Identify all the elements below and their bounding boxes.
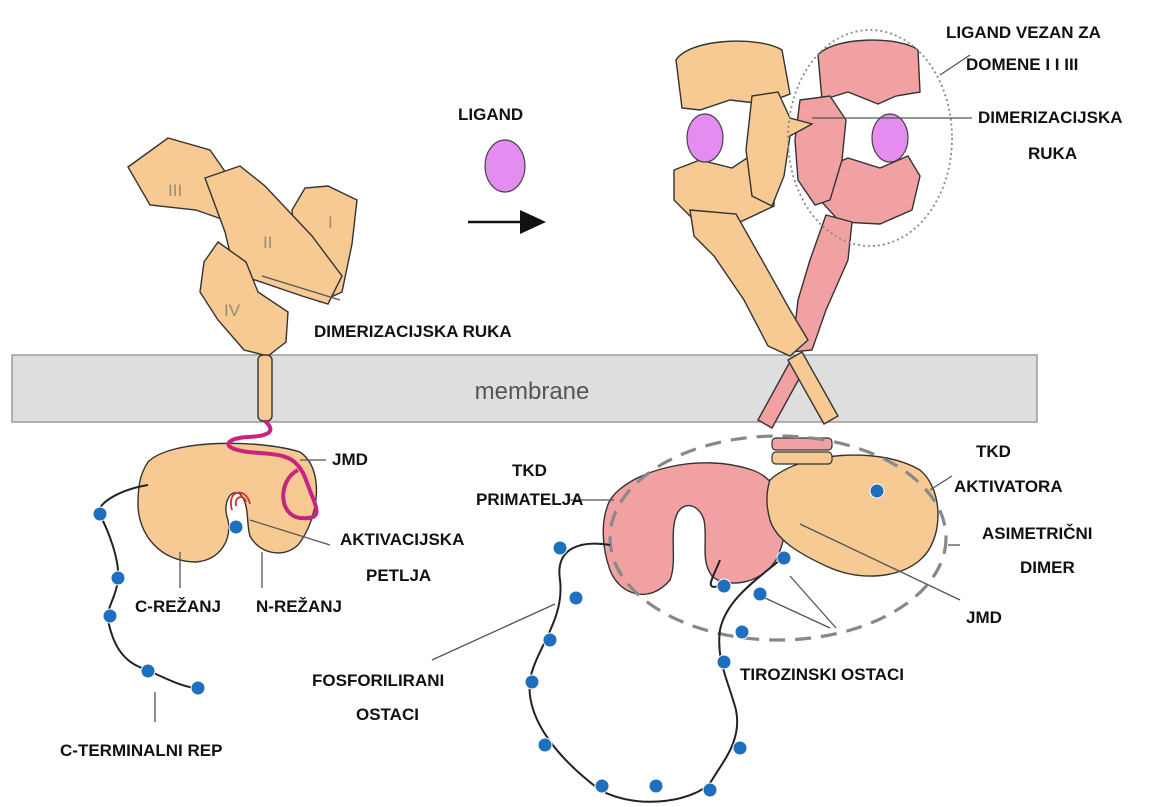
label-c-tail: C-TERMINALNI REP bbox=[60, 741, 222, 760]
label-ligand-bound-1: LIGAND VEZAN ZA bbox=[946, 23, 1101, 42]
phospho-site bbox=[553, 541, 567, 555]
phospho-site bbox=[717, 655, 731, 669]
label-tkd-activator-2: AKTIVATORA bbox=[954, 477, 1063, 496]
free-ligand bbox=[485, 140, 525, 192]
phospho-site bbox=[111, 571, 125, 585]
label-activation-loop-1: AKTIVACIJSKA bbox=[340, 530, 464, 549]
phospho-site bbox=[717, 579, 731, 593]
bound-ligand-tan bbox=[687, 114, 723, 162]
phospho-site bbox=[191, 681, 205, 695]
pink-kinase bbox=[603, 463, 785, 595]
label-phospho-1: FOSFORILIRANI bbox=[312, 671, 444, 690]
domain-iv-label: IV bbox=[224, 301, 241, 320]
phospho-site bbox=[538, 738, 552, 752]
label-activation-loop-2: PETLJA bbox=[366, 566, 431, 585]
phospho-site bbox=[525, 675, 539, 689]
label-jmd-right: JMD bbox=[966, 608, 1002, 627]
label-ligand-bound-2: DOMENE I I III bbox=[966, 55, 1078, 74]
phospho-site bbox=[229, 520, 243, 534]
label-tkd-receiver-1: TKD bbox=[512, 461, 547, 480]
tan-jmd-block bbox=[772, 452, 832, 464]
label-dim-arm-right-2: RUKA bbox=[1028, 144, 1077, 163]
label-n-lobe: N-REŽANJ bbox=[256, 597, 342, 616]
phospho-site bbox=[870, 484, 884, 498]
phospho-site bbox=[595, 779, 609, 793]
phospho-site bbox=[141, 664, 155, 678]
activation-arrow-head bbox=[520, 210, 546, 234]
kinase-domain-left bbox=[138, 443, 316, 562]
label-tkd-activator-1: TKD bbox=[976, 442, 1011, 461]
label-asym-dimer-2: DIMER bbox=[1020, 558, 1075, 577]
pink-domain-i bbox=[818, 40, 920, 104]
phospho-site bbox=[777, 551, 791, 565]
label-tyrosine: TIROZINSKI OSTACI bbox=[740, 665, 904, 684]
phospho-site bbox=[733, 741, 747, 755]
transmembrane-helix bbox=[258, 355, 272, 421]
label-tkd-receiver-2: PRIMATELJA bbox=[476, 490, 583, 509]
phospho-site bbox=[703, 783, 717, 797]
domain-iii-label: III bbox=[168, 181, 182, 200]
domain-ii-label: II bbox=[263, 233, 272, 252]
label-dim-arm-left: DIMERIZACIJSKA RUKA bbox=[314, 322, 512, 341]
domain-i-label: I bbox=[328, 213, 333, 232]
bound-ligand-pink bbox=[872, 114, 908, 162]
phospho-site bbox=[543, 633, 557, 647]
phospho-site bbox=[649, 779, 663, 793]
phospho-site bbox=[93, 507, 107, 521]
phospho-site bbox=[569, 591, 583, 605]
label-jmd-left: JMD bbox=[332, 450, 368, 469]
tan-kinase bbox=[767, 455, 938, 576]
label-c-lobe: C-REŽANJ bbox=[135, 597, 221, 616]
label-ligand: LIGAND bbox=[458, 105, 523, 124]
label-asym-dimer-1: ASIMETRIČNI bbox=[982, 524, 1093, 543]
phospho-site bbox=[735, 625, 749, 639]
label-phospho-2: OSTACI bbox=[356, 705, 419, 724]
membrane-label: membrane bbox=[475, 378, 590, 405]
phospho-site bbox=[753, 587, 767, 601]
phospho-site bbox=[103, 609, 117, 623]
label-dim-arm-right-1: DIMERIZACIJSKA bbox=[978, 108, 1123, 127]
tan-domain-iv bbox=[690, 210, 808, 356]
